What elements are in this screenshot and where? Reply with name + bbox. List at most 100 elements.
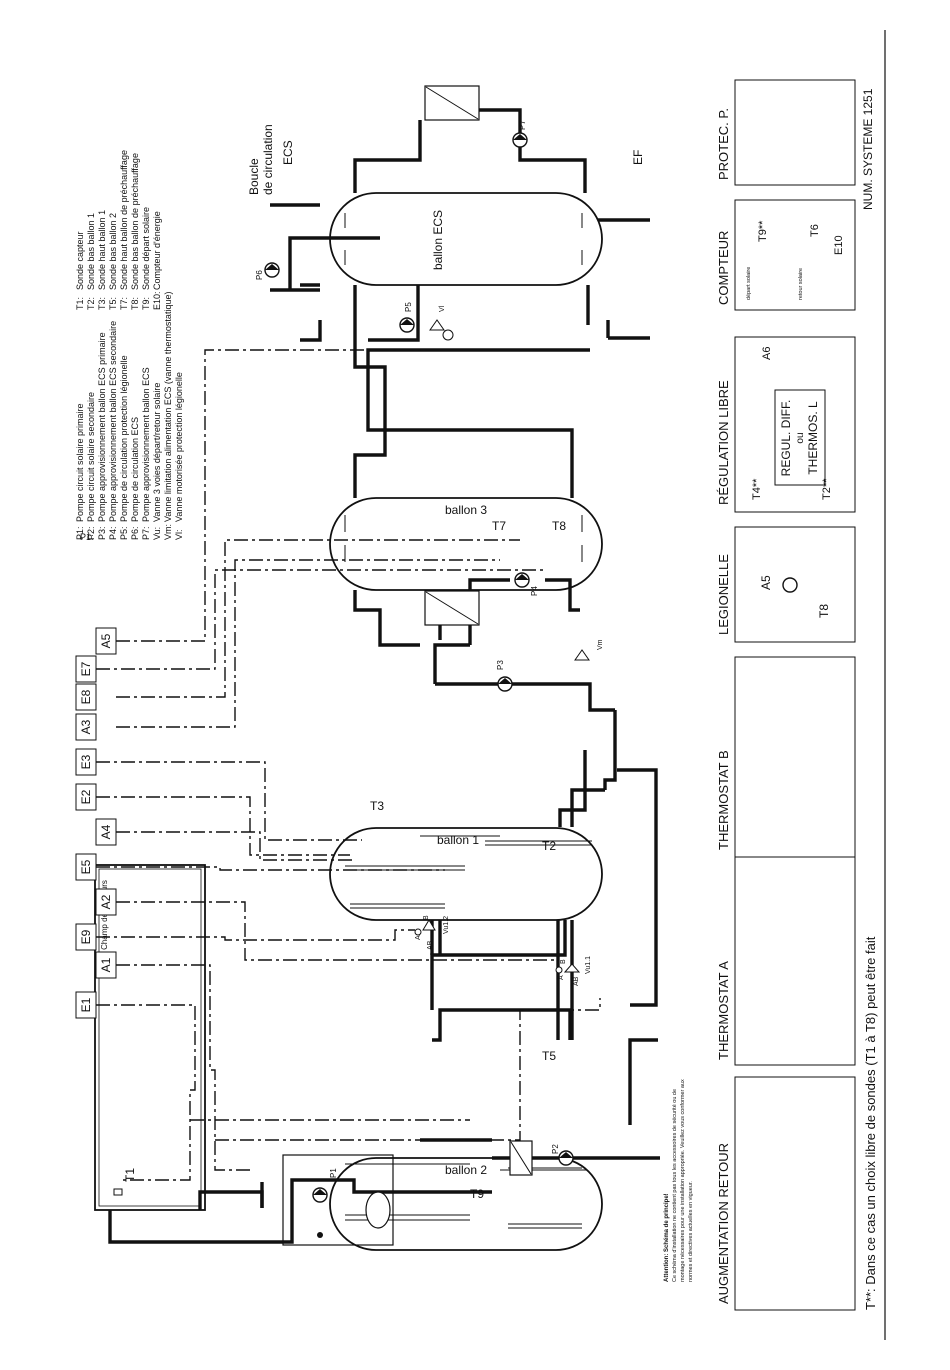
sensor-text-t7: Sonde haut ballon de préchauffage bbox=[119, 150, 129, 290]
legend-text-vl: Vanne motorisée protection légionelle bbox=[174, 372, 184, 522]
legend-code-p1: P1: bbox=[75, 526, 85, 540]
tank-ballon-3 bbox=[329, 497, 603, 591]
regulation-line-3: THERMOS. L bbox=[806, 401, 820, 475]
p3-label: P3 bbox=[496, 660, 505, 670]
legend-text-p6: Pompe de circulation ECS bbox=[130, 417, 140, 522]
panel-augmentation-title: AUGMENTATION RETOUR bbox=[716, 1143, 731, 1304]
sensor-code-t5: T5: bbox=[108, 297, 118, 310]
terminal-e8: E8 bbox=[79, 689, 93, 704]
sensor-code-t2: T2: bbox=[86, 297, 96, 310]
footnote: T**: Dans ce cas un choix libre de sonde… bbox=[863, 936, 878, 1310]
vu11-ab: AB bbox=[573, 976, 580, 986]
legend-code-p5: P5: bbox=[119, 526, 129, 540]
ecs-label: ECS bbox=[281, 140, 295, 165]
t1-label: T1 bbox=[123, 1168, 137, 1182]
tank-ballon-2 bbox=[329, 1157, 603, 1251]
t8-label: T8 bbox=[552, 519, 566, 533]
regulation-t2: T2** bbox=[821, 478, 833, 500]
ballon-1-label: ballon 1 bbox=[437, 833, 479, 847]
warning-note: Attention: Schéma de principe! Ce schéma… bbox=[664, 1079, 694, 1282]
ef-label: EF bbox=[631, 150, 645, 165]
sensor-code-t8: T8: bbox=[130, 297, 140, 310]
t5-label: T5 bbox=[542, 1049, 556, 1063]
panel-augmentation-retour bbox=[734, 1076, 856, 1311]
ballon-3-label: ballon 3 bbox=[445, 503, 487, 517]
sensor-text-t2: Sonde bas ballon 1 bbox=[86, 213, 96, 290]
loop-label-2: de circulation bbox=[261, 124, 275, 195]
legend-text-p2: Pompe circuit solaire secondaire bbox=[86, 392, 96, 522]
warning-line-1: Ce schéma d'installation ne contient pas… bbox=[672, 1089, 678, 1282]
panel-legionelle-title: LEGIONELLE bbox=[716, 554, 731, 635]
vu12-ab: AB bbox=[427, 940, 434, 950]
vu12-label: Vu1.2 bbox=[443, 916, 450, 934]
vu11-a: A bbox=[558, 975, 565, 980]
legionelle-pump-icon bbox=[782, 577, 798, 593]
p4-label: P4 bbox=[530, 586, 539, 596]
warning-line-2: montage nécessaires pour une installatio… bbox=[680, 1079, 686, 1282]
sensor-code-e10: E10: bbox=[152, 291, 162, 310]
terminal-a1: A1 bbox=[99, 957, 113, 972]
p7-label: P7 bbox=[518, 120, 527, 130]
control-wires bbox=[96, 349, 601, 1181]
warning-title: Attention: Schéma de principe! bbox=[664, 1193, 670, 1282]
sensor-code-t3: T3: bbox=[97, 297, 107, 310]
loop-label-1: Boucle bbox=[247, 158, 261, 195]
legend-text-p5: Pompe de circulation protection légionel… bbox=[119, 355, 129, 522]
p6-label: P6 bbox=[255, 270, 264, 280]
terminal-a3: A3 bbox=[79, 719, 93, 734]
terminal-e9: E9 bbox=[79, 929, 93, 944]
vu11-b: B bbox=[560, 959, 567, 964]
legend-code-vl: Vl: bbox=[174, 529, 184, 540]
vu12-valve-symbol bbox=[422, 919, 436, 931]
compteur-e10: E10 bbox=[833, 235, 845, 255]
vm-label: Vm bbox=[597, 639, 604, 650]
legionelle-a5: A5 bbox=[759, 575, 773, 590]
terminal-e7: E7 bbox=[79, 661, 93, 676]
t7-label: T7 bbox=[492, 519, 506, 533]
sensor-text-t3: Sonde haut ballon 1 bbox=[97, 210, 107, 290]
terminal-e1: E1 bbox=[79, 997, 93, 1012]
panel-regulation-title: RÉGULATION LIBRE bbox=[716, 380, 731, 505]
sensor-text-t9: Sonde départ solaire bbox=[141, 207, 151, 290]
legend-code-vu: Vu: bbox=[152, 527, 162, 540]
legend-text-p3: Pompe approvisionnement ballon ECS prima… bbox=[97, 332, 107, 522]
regulation-t4: T4** bbox=[751, 478, 763, 500]
terminal-e5: E5 bbox=[79, 859, 93, 874]
terminal-a2: A2 bbox=[99, 894, 113, 909]
legend-text-p1: Pompe circuit solaire primaire bbox=[75, 403, 85, 522]
p1-label: P1 bbox=[329, 1168, 338, 1178]
panel-protec-title: PROTEC. P. bbox=[716, 108, 731, 180]
solar-collector: Champ de capteurs T1 bbox=[94, 864, 206, 1211]
pumps-and-valves: P2 P3 P4 P5 P6 P7 Vu1.2 A B AB Vu1.1 A B… bbox=[255, 85, 604, 1176]
legend-code-p6: P6: bbox=[130, 526, 140, 540]
vl-label: Vl bbox=[439, 305, 446, 312]
regulation-line-2: ou bbox=[795, 432, 806, 443]
panel-thermostat-a-title: THERMOSTAT A bbox=[716, 961, 731, 1060]
regulation-line-1: REGUL. DIFF. bbox=[779, 400, 793, 477]
panel-compteur bbox=[734, 199, 856, 311]
svg-text:P1:: P1: bbox=[80, 532, 94, 542]
system-number: NUM. SYSTEME 1251 bbox=[861, 88, 875, 210]
legend-text-p7: Pompe approvisionnement ballon ECS bbox=[141, 367, 151, 522]
tank-sensors: T9 T5 T2 T3 T7 T8 bbox=[370, 519, 566, 1201]
vu12-a: A bbox=[415, 935, 422, 940]
t1-sensor-symbol bbox=[113, 1188, 123, 1196]
t9-label: T9 bbox=[470, 1187, 484, 1201]
vl-valve-symbol bbox=[429, 319, 445, 331]
sensor-text-t1: Sonde capteur bbox=[75, 231, 85, 290]
panel-thermostat-b bbox=[734, 656, 856, 858]
regulation-a6: A6 bbox=[761, 347, 773, 360]
compteur-retour: retour solaire bbox=[798, 268, 804, 300]
sensor-code-t1: T1: bbox=[75, 297, 85, 310]
sensor-code-t7: T7: bbox=[119, 297, 129, 310]
legionelle-t8: T8 bbox=[817, 604, 831, 618]
vu11-label: Vu1.1 bbox=[585, 956, 592, 974]
terminal-e2: E2 bbox=[79, 789, 93, 804]
ballon-2-label: ballon 2 bbox=[445, 1163, 487, 1177]
vu11-valve-symbol bbox=[563, 963, 581, 973]
vu12-b: B bbox=[423, 915, 430, 920]
panel-thermostat-a bbox=[734, 850, 856, 1066]
